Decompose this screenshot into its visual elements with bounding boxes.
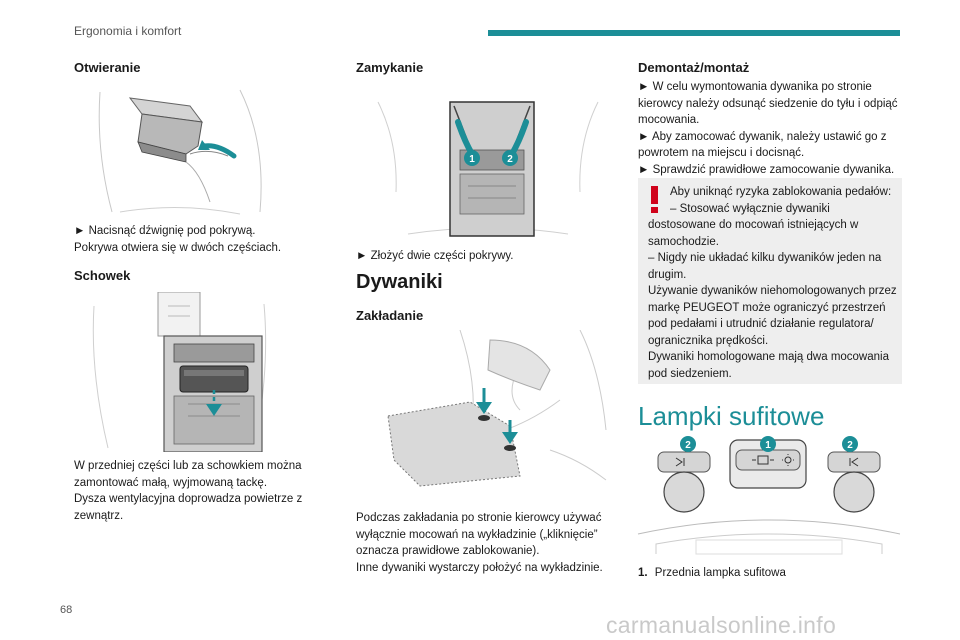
warning-line: samochodzie. — [648, 235, 719, 248]
removal-line: kierowcy należy odsunąć siedzenie do tył… — [638, 97, 898, 110]
closing-text: ► Złożyć dwie części pokrywy. — [356, 248, 514, 265]
fitting-line: Inne dywaniki wystarczy położyć na wykła… — [356, 561, 603, 574]
warning-line: Używanie dywaników niehomologowanych prz… — [648, 285, 897, 297]
warning-line: pod siedzeniem. — [648, 367, 732, 380]
removal-line: ► Aby zamocować dywanik, należy ustawić … — [638, 130, 887, 143]
opening-text: ► Nacisnąć dźwignię pod pokrywą. Pokrywa… — [74, 223, 281, 256]
warning-line: pod pedałami i utrudnić działanie regula… — [648, 318, 874, 330]
warning-text: Aby uniknąć ryzyka zablokowania pedałów:… — [648, 184, 898, 382]
section-title: Ergonomia i komfort — [74, 24, 182, 38]
closing-badge-1: 1 — [469, 154, 475, 165]
warning-line: dostosowane do mocowań istniejących w — [648, 219, 859, 231]
lamp-badge-left: 2 — [685, 440, 691, 451]
lamp-badge-center: 1 — [765, 440, 771, 451]
mats-heading: Dywaniki — [356, 271, 443, 293]
storage-text: W przedniej części lub za schowkiem możn… — [74, 458, 302, 524]
lamp-item-text: Przednia lampka sufitowa — [654, 567, 786, 579]
storage-line: zewnątrz. — [74, 509, 124, 522]
closing-badge-2: 2 — [507, 154, 513, 165]
warning-line: Aby uniknąć ryzyka zablokowania pedałów: — [670, 186, 892, 198]
warning-line: markę PEUGEOT może ograniczyć przestrzeń — [648, 301, 886, 314]
header-accent-bar — [488, 30, 900, 36]
page-number: 68 — [60, 604, 73, 616]
storage-compartment-illustration — [88, 292, 270, 452]
opening-line: Pokrywa otwiera się w dwóch częściach. — [74, 241, 282, 254]
closing-line: ► Złożyć dwie części pokrywy. — [356, 250, 514, 262]
storage-line: Dysza wentylacyjna doprowadza powietrze … — [74, 493, 303, 505]
opening-line: ► Nacisnąć dźwignię pod pokrywą. — [74, 225, 256, 237]
closing-heading: Zamykanie — [356, 60, 424, 75]
warning-line: – Stosować wyłącznie dywaniki — [670, 202, 830, 215]
storage-line: zamontować małą, wyjmowaną tackę. — [74, 476, 268, 489]
removal-heading: Demontaż/montaż — [638, 60, 750, 75]
lamp-list-item: 1. Przednia lampka sufitowa — [638, 565, 786, 582]
armrest-closing-illustration: 1 2 — [368, 82, 608, 242]
lamp-badge-right: 2 — [847, 440, 853, 451]
warning-line: drugim. — [648, 268, 687, 281]
ceiling-lamps-illustration: 2 1 2 — [636, 436, 902, 560]
floor-mat-fitting-illustration — [380, 330, 612, 500]
fitting-heading: Zakładanie — [356, 308, 424, 323]
removal-line: mocowania. — [638, 114, 700, 126]
removal-line: ► W celu wymontowania dywanika po stroni… — [638, 81, 872, 93]
storage-line: W przedniej części lub za schowkiem możn… — [74, 460, 302, 472]
warning-box: Aby uniknąć ryzyka zablokowania pedałów:… — [638, 178, 902, 384]
removal-text: ► W celu wymontowania dywanika po stroni… — [638, 79, 898, 178]
lamps-heading: Lampki sufitowe — [638, 401, 825, 431]
warning-line: – Nigdy nie układać kilku dywaników jede… — [648, 252, 882, 264]
opening-heading: Otwieranie — [74, 60, 141, 75]
lamp-item-number: 1. — [638, 567, 648, 579]
storage-heading: Schowek — [74, 268, 131, 283]
removal-line: powrotem na miejscu i docisnąć. — [638, 147, 805, 159]
removal-line: ► Sprawdzić prawidłowe zamocowanie dywan… — [638, 163, 895, 176]
fitting-line: wyłącznie mocowań na wykładzinie („klikn… — [356, 528, 598, 541]
armrest-opening-illustration — [90, 82, 270, 220]
warning-line: ogranicznika prędkości. — [648, 334, 769, 347]
fitting-line: Podczas zakładania po stronie kierowcy u… — [356, 512, 602, 524]
warning-exclamation-icon — [651, 186, 658, 213]
fitting-line: oznacza prawidłowe zablokowanie). — [356, 545, 540, 557]
fitting-text: Podczas zakładania po stronie kierowcy u… — [356, 510, 603, 576]
warning-line: Dywaniki homologowane mają dwa mocowania — [648, 351, 889, 363]
watermark: carmanualsonline.info — [606, 612, 837, 638]
